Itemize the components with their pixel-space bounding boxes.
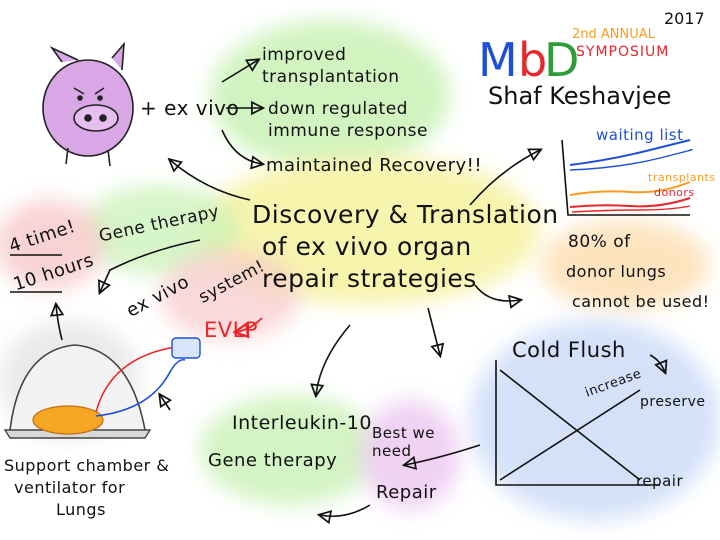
interleukin-label: Interleukin-10	[232, 412, 372, 434]
center-title-line3: repair strategies	[262, 264, 477, 293]
support-label-line1: Support chamber &	[4, 456, 170, 475]
transplants-line	[569, 181, 691, 196]
center-title-line1: Discovery & Translation	[252, 200, 559, 229]
speaker-name: Shaf Keshavjee	[488, 82, 671, 110]
preserve-label: preserve	[640, 394, 706, 410]
red-blob-left	[0, 200, 105, 290]
purple-blob-bottom	[360, 400, 460, 510]
orange-blob-stat	[540, 220, 710, 310]
repair-axis-label: repair	[636, 472, 684, 490]
arrow-center-to-flush	[427, 307, 440, 355]
logo-m: M	[478, 33, 518, 87]
transplants-label: transplants	[648, 171, 716, 184]
waiting-list-line-2	[569, 148, 693, 171]
donors-line	[569, 197, 691, 208]
year: 2017	[664, 9, 705, 28]
plus-ex-vivo: + ex vivo	[140, 96, 240, 120]
flush-axis	[495, 360, 660, 486]
best-we-need-label: Best we need	[372, 424, 435, 460]
trend-chart	[561, 139, 693, 216]
chart-axis	[561, 139, 690, 216]
arrow-center-to-stat	[474, 284, 520, 301]
stat-line1: 80% of	[568, 232, 631, 252]
donors-label: donors	[654, 186, 695, 199]
ventilator-icon	[171, 337, 201, 359]
evlp-label: EVLP	[204, 318, 258, 342]
mbd-logo: M b D 2nd ANNUAL SYMPOSIUM 2017	[478, 9, 705, 87]
arrow-center-to-chart	[469, 150, 540, 206]
arrow-to-evlp	[236, 317, 263, 332]
arrow-center-to-interleukin	[316, 324, 351, 395]
support-label-line3: Lungs	[56, 500, 106, 519]
arrow-flush-curve	[649, 354, 665, 372]
benefit-down-regulated: down regulated immune response	[268, 99, 428, 141]
flush-preserve-line	[499, 389, 641, 481]
chamber-dome	[9, 344, 146, 431]
arrow-chamber-up	[160, 395, 170, 411]
arrow-repair-return	[320, 504, 371, 516]
benefit-recovery: maintained Recovery!!	[266, 155, 483, 176]
logo-d: D	[544, 33, 579, 87]
benefit-improved: improved transplantation	[262, 45, 400, 87]
flush-repair-line	[499, 369, 641, 481]
blue-tube	[95, 358, 186, 417]
stat-line2: donor lungs	[566, 262, 667, 281]
support-chamber	[3, 337, 201, 439]
pig-icon	[42, 41, 134, 167]
logo-b: b	[518, 33, 547, 87]
arrow-center-to-pig	[170, 160, 251, 201]
logo-symposium: SYMPOSIUM	[576, 44, 669, 60]
interleukin-gene-therapy-label: Gene therapy	[208, 450, 338, 471]
repair-label: Repair	[376, 482, 437, 503]
red-blob-evlp	[160, 250, 300, 340]
stat-line3: cannot be used!	[572, 292, 710, 311]
green-blob-bottom	[200, 395, 380, 505]
center-title-line2: of ex vivo organ	[262, 232, 472, 261]
arrow-to-improved	[221, 60, 258, 83]
arrow-gene-loop	[100, 239, 201, 292]
logo-annual: 2nd ANNUAL	[572, 27, 656, 42]
waiting-list-line	[569, 139, 691, 166]
arrow-to-time	[56, 305, 62, 341]
green-blob-top	[210, 20, 450, 170]
donors-line-2	[571, 205, 691, 213]
waiting-list-label: waiting list	[596, 126, 684, 144]
lungs-icon	[32, 405, 104, 435]
arrow-flush-to-best	[405, 444, 481, 465]
cold-flush-graph	[495, 360, 660, 486]
green-blob-left	[80, 185, 240, 275]
arrow-to-recovery	[221, 129, 262, 164]
support-label-line2: ventilator for	[14, 478, 126, 497]
cold-flush-title: Cold Flush	[512, 338, 626, 362]
